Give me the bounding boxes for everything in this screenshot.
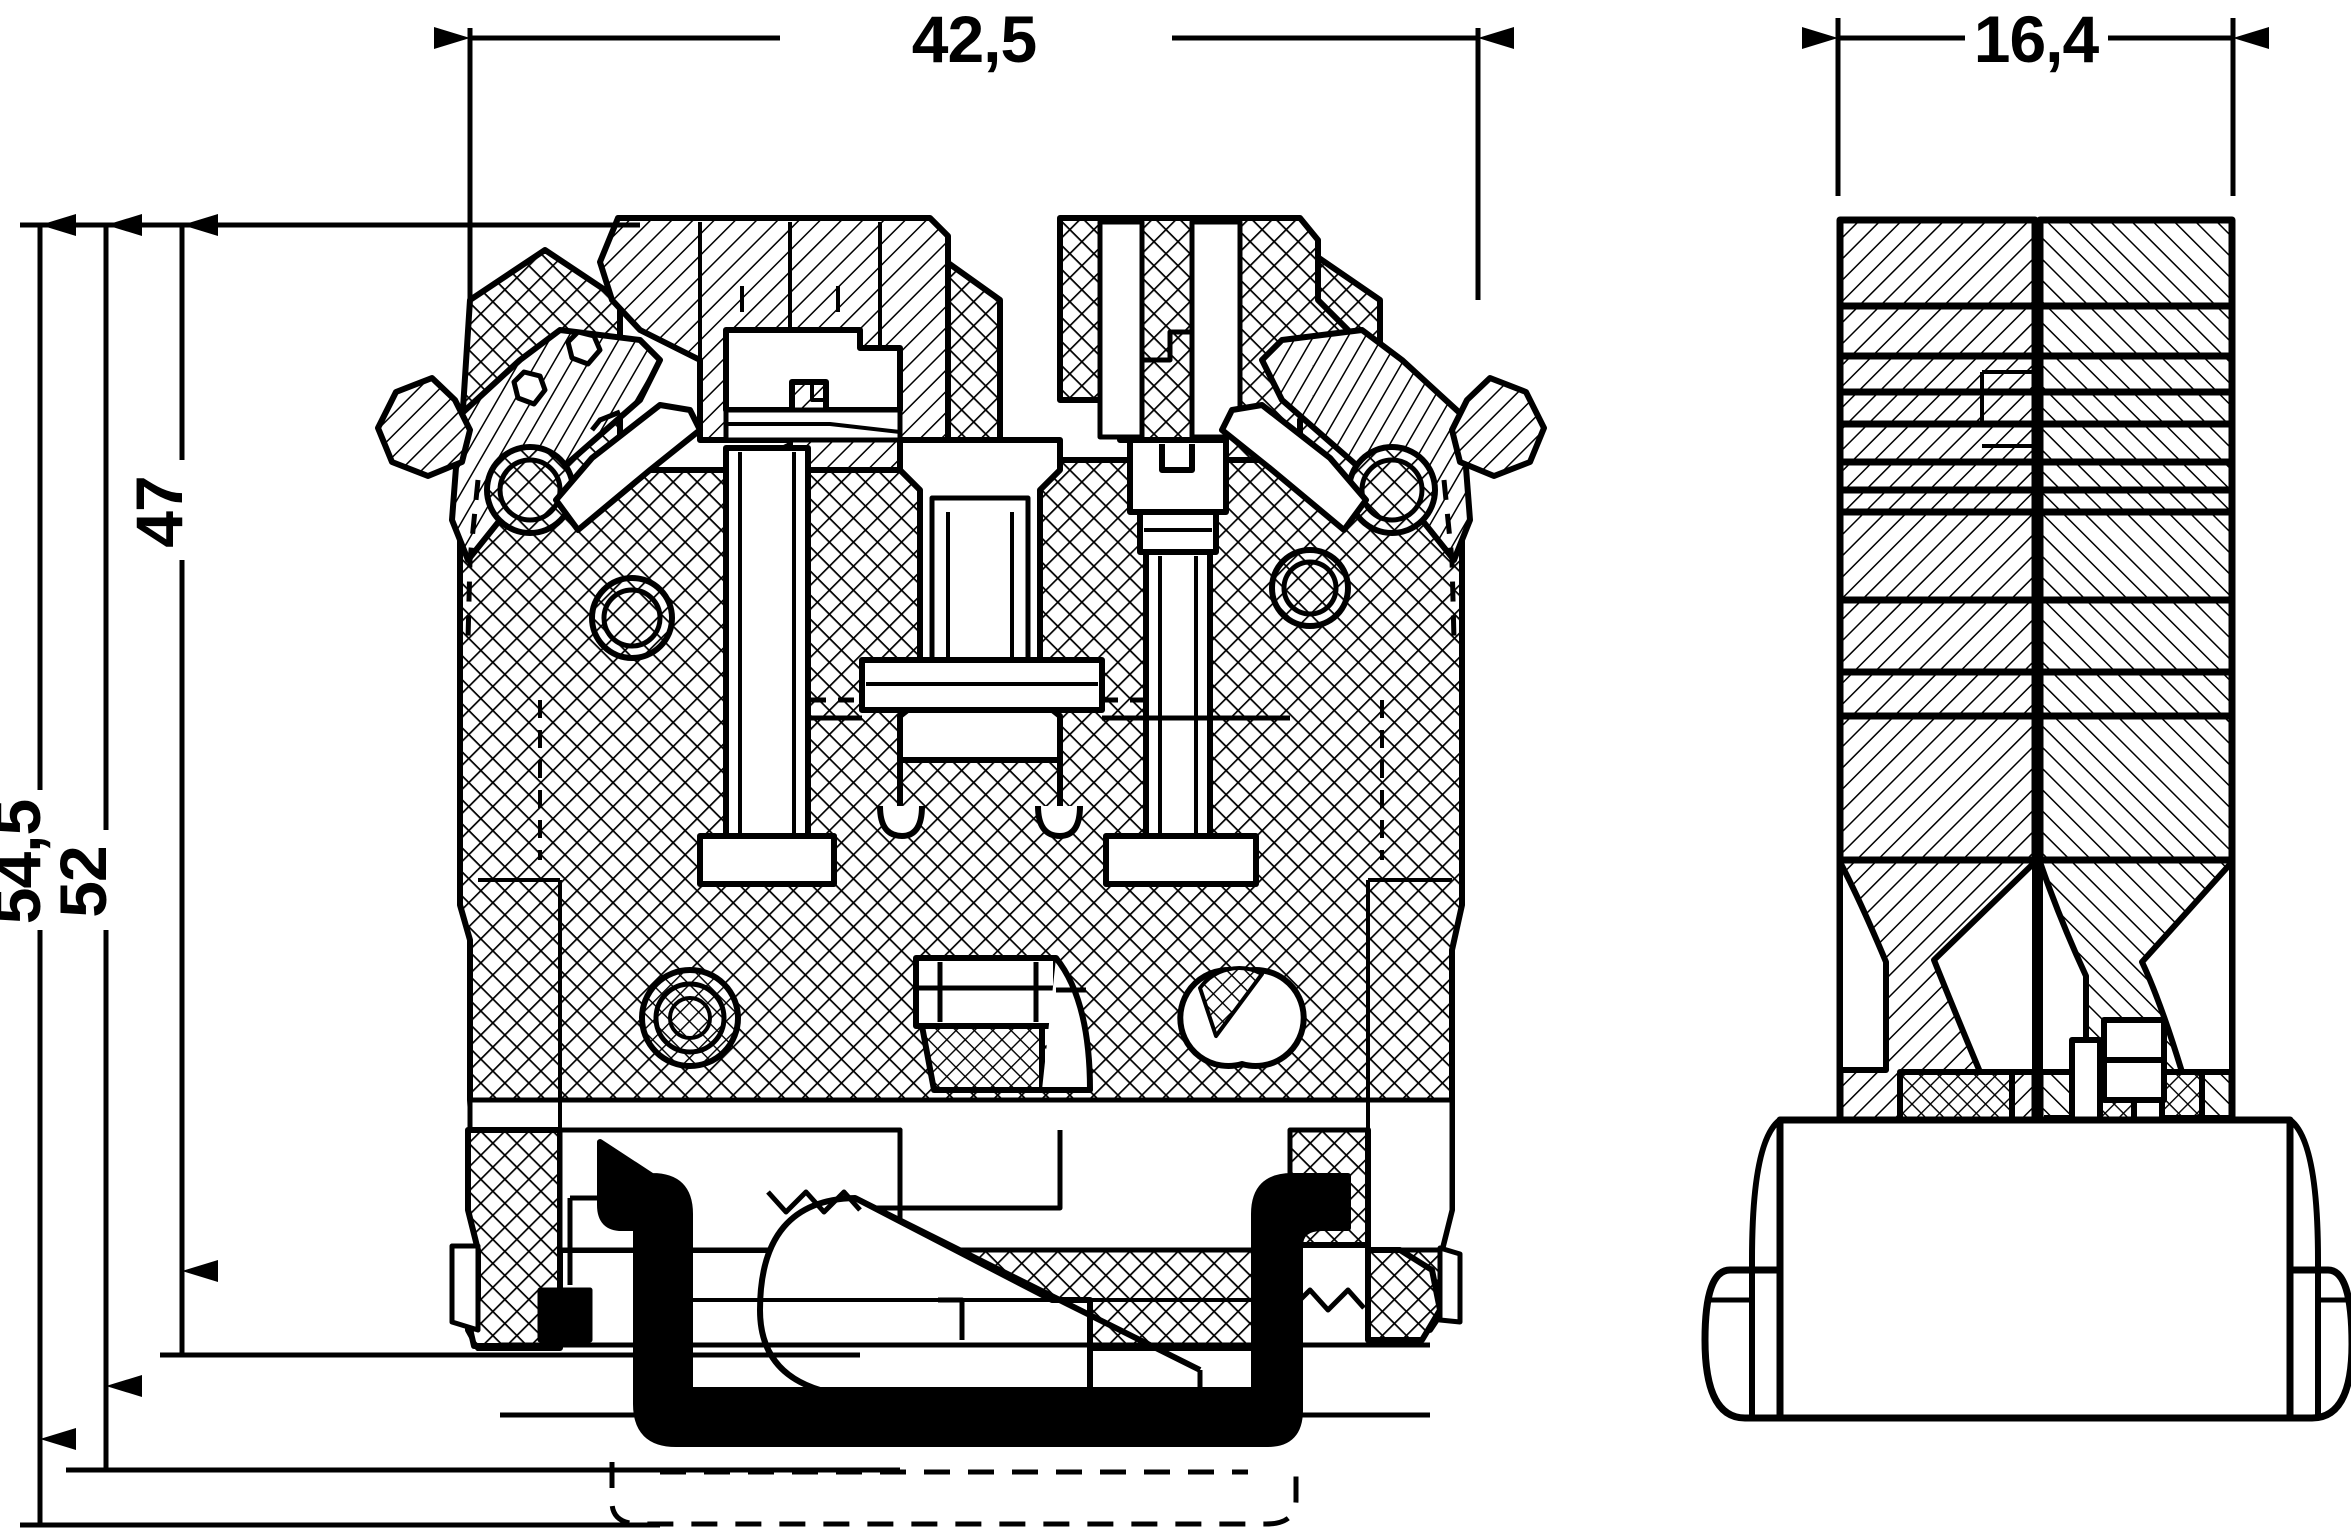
central-contact-bridge — [810, 437, 1290, 839]
left-clamp-lever — [375, 327, 703, 661]
upper-right-insulator — [1057, 215, 1351, 463]
dimension-label-height-mid: 52 — [46, 846, 120, 917]
section-detail-lines — [478, 700, 1452, 1130]
dimension-label-height-inner: 47 — [122, 476, 196, 547]
dimension-width-side — [1802, 18, 2269, 196]
dimension-label-width-side: 16,4 — [1974, 2, 2100, 76]
dimension-height-inner — [160, 214, 860, 1358]
lower-housing — [467, 955, 1455, 1253]
right-clamp-lever — [1219, 327, 1547, 641]
dimension-height-mid — [66, 214, 900, 1473]
lower-right-foot — [1365, 1127, 1463, 1343]
right-conductor-channel — [1103, 437, 1259, 887]
dimension-label-height-total: 54,5 — [0, 800, 54, 924]
dimension-width-front — [434, 27, 1514, 300]
dimension-height-total — [20, 214, 660, 1528]
side-base-cylinder — [1701, 1116, 2351, 1422]
top-bridge-plate — [723, 327, 903, 443]
front-sectional-view — [375, 215, 1547, 1527]
left-conductor-channel — [697, 445, 837, 887]
side-sectional-view — [1701, 216, 2351, 1422]
dimension-label-width-front: 42,5 — [912, 2, 1036, 76]
